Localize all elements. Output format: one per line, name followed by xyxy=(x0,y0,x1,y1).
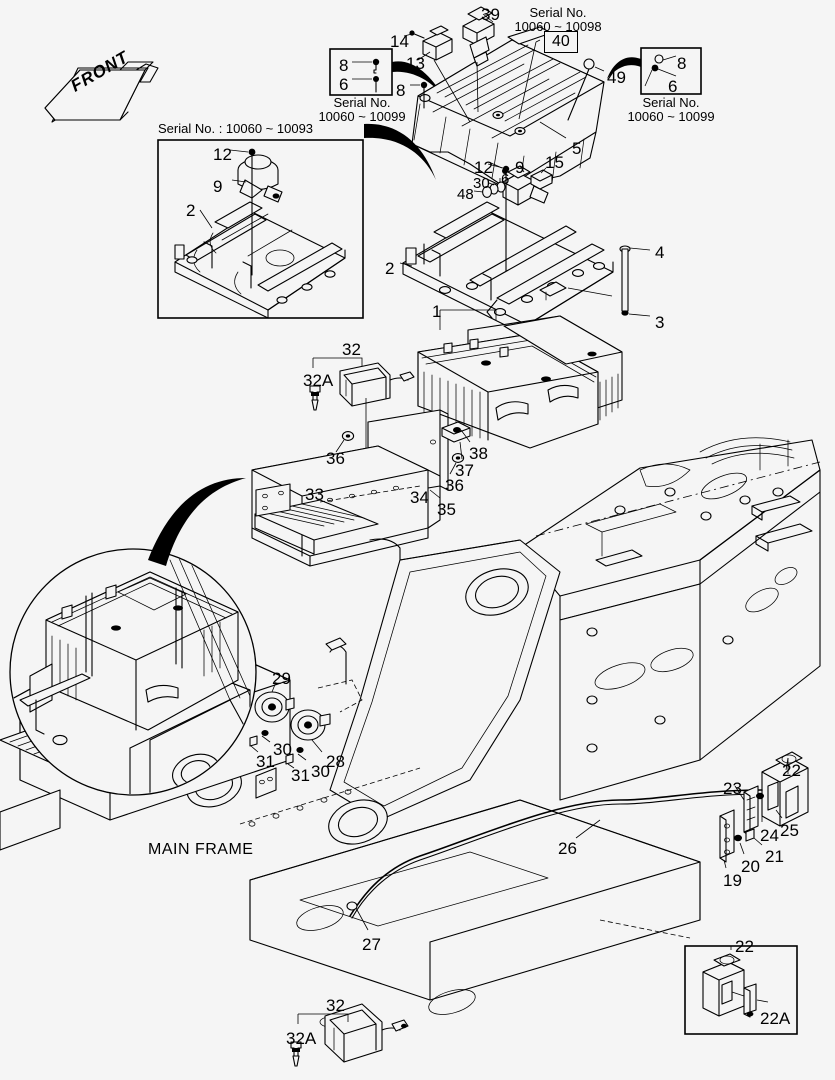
washer-tank-assembly xyxy=(346,751,809,931)
callout-number: 32 xyxy=(326,996,345,1015)
callout-number: 14 xyxy=(390,32,409,51)
serial-note-inset-tray: Serial No. : 10060 ~ 10093 xyxy=(158,121,314,136)
inset-box-washer-tank xyxy=(684,945,798,1035)
callout-number: 2 xyxy=(186,201,196,220)
switch-39 xyxy=(462,6,495,113)
circular-detail-inset xyxy=(9,548,257,796)
callout-number: 5 xyxy=(572,139,582,158)
pointer-arrow-4 xyxy=(148,478,246,566)
callout-number: 24 xyxy=(760,826,779,845)
callout-number: 22 xyxy=(735,937,754,956)
callout-number: 2 xyxy=(385,259,395,278)
callout-number: 31 xyxy=(256,752,275,771)
front-direction-arrow xyxy=(44,61,159,123)
callout-number: 32 xyxy=(342,340,361,359)
fastener-12-tray xyxy=(490,162,508,174)
callout-number: 32A xyxy=(303,371,334,390)
callout-number: 35 xyxy=(437,500,456,519)
callout-number: 22 xyxy=(782,761,801,780)
work-lamp-32-lower xyxy=(297,1003,409,1063)
callout-number: 27 xyxy=(362,935,381,954)
callout-number: 30 xyxy=(273,740,292,759)
callout-number: 8 xyxy=(677,54,687,73)
pointer-arrow-2 xyxy=(607,57,641,79)
work-lamp-32-upper xyxy=(312,357,415,497)
serial-note-right-line1: Serial No. xyxy=(642,95,700,110)
callout-number: 12 xyxy=(474,158,493,177)
bulb-32A-upper xyxy=(309,385,321,411)
battery-pair-1 xyxy=(417,309,623,449)
callout-number: 22A xyxy=(760,1009,791,1028)
fastener-49 xyxy=(567,58,605,121)
callout-number: 37 xyxy=(455,461,474,480)
callout-number: 30 xyxy=(311,762,330,781)
main-frame-structure xyxy=(0,437,821,1028)
washers-6-30-48 xyxy=(473,178,506,198)
callout-number: 1 xyxy=(432,302,442,321)
serial-note-center-line1: Serial No. xyxy=(529,5,587,20)
horn-assembly xyxy=(249,637,363,799)
callout-number: 15 xyxy=(545,153,564,172)
callout-number: 33 xyxy=(305,485,324,504)
callout-number: 6 xyxy=(668,77,678,96)
callout-number: 32A xyxy=(286,1029,317,1048)
relay-13 xyxy=(403,25,471,123)
callout-number: 20 xyxy=(741,857,760,876)
callout-number: 23 xyxy=(723,779,742,798)
washer-pump-9 xyxy=(487,163,549,272)
serial-note-left: Serial No. 10060 ~ 10099 xyxy=(318,95,406,125)
callout-number: 21 xyxy=(765,847,784,866)
callout-number: 4 xyxy=(655,243,665,262)
callout-number: 13 xyxy=(406,54,425,73)
callout-number: 12 xyxy=(213,145,232,164)
callout-number: 31 xyxy=(291,766,310,785)
callout-number: 25 xyxy=(780,821,799,840)
fastener-8-left xyxy=(410,81,428,109)
callout-number: 29 xyxy=(272,669,291,688)
inset-box-alternate-tray xyxy=(157,139,364,319)
bolt-4-and-nut-3 xyxy=(567,245,651,317)
callout-number: 6 xyxy=(501,171,510,188)
callout-number: 39 xyxy=(481,5,500,24)
bulb-32A-lower xyxy=(290,1041,302,1067)
pointer-arrow-3 xyxy=(364,123,436,180)
callout-number: 28 xyxy=(326,752,345,771)
serial-note-top-center: Serial No. 10060 ~ 10098 xyxy=(503,5,613,35)
callout-number: 8 xyxy=(396,81,406,100)
serial-note-right-line2: 10060 ~ 10099 xyxy=(627,109,715,125)
serial-box-right xyxy=(640,47,702,95)
callout-number: 49 xyxy=(607,68,626,87)
callout-number: 9 xyxy=(515,158,525,177)
callout-number: 38 xyxy=(469,444,488,463)
callout-number: 8 xyxy=(339,56,349,75)
callout-number: 6 xyxy=(339,75,349,94)
callout-number: 3 xyxy=(655,313,665,332)
serial-note-right: Serial No. 10060 ~ 10099 xyxy=(627,95,715,125)
callout-number: 30 xyxy=(473,175,490,192)
serial-note-left-line1: Serial No. xyxy=(333,95,391,110)
serial-note-left-line2: 10060 ~ 10099 xyxy=(318,109,406,125)
pointer-arrow-1 xyxy=(392,61,443,96)
callout-number: 26 xyxy=(558,839,577,858)
callout-number: 48 xyxy=(457,186,474,203)
callout-number: 36 xyxy=(445,476,464,495)
main-frame-label: MAIN FRAME xyxy=(148,841,254,858)
step-platform xyxy=(251,445,441,567)
callout-number: 34 xyxy=(410,488,429,507)
boxed-item-40: 40 xyxy=(544,31,578,54)
serial-note-center-line2: 10060 ~ 10098 xyxy=(514,19,602,35)
callout-number: 36 xyxy=(326,449,345,468)
callout-number: 9 xyxy=(213,177,223,196)
callout-number: 19 xyxy=(723,871,742,890)
connector-15 xyxy=(530,167,553,190)
